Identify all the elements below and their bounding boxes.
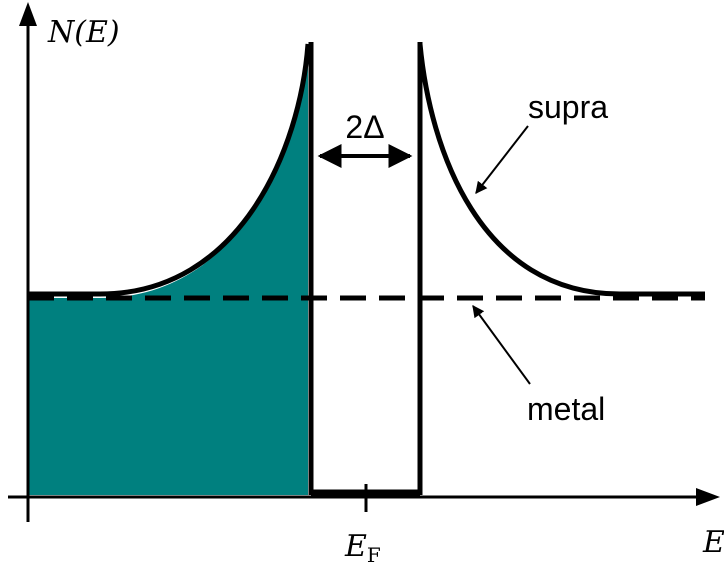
- x-axis-arrowhead: [696, 488, 720, 506]
- occupied-states-fill: [28, 44, 308, 495]
- y-axis-label: N(E): [47, 15, 120, 50]
- metal-label: metal: [527, 391, 605, 427]
- supra-dos-left-branch: [28, 43, 311, 297]
- x-axis-label: E: [702, 525, 724, 560]
- supra-label: supra: [528, 89, 608, 125]
- fermi-level-label: EF: [344, 529, 381, 565]
- y-axis-arrowhead: [19, 2, 37, 26]
- supra-dos-right-branch: [417, 43, 705, 297]
- metal-pointer-arrow: [472, 305, 531, 385]
- supra-pointer-arrow: [475, 125, 529, 194]
- gap-label: 2Δ: [345, 109, 384, 145]
